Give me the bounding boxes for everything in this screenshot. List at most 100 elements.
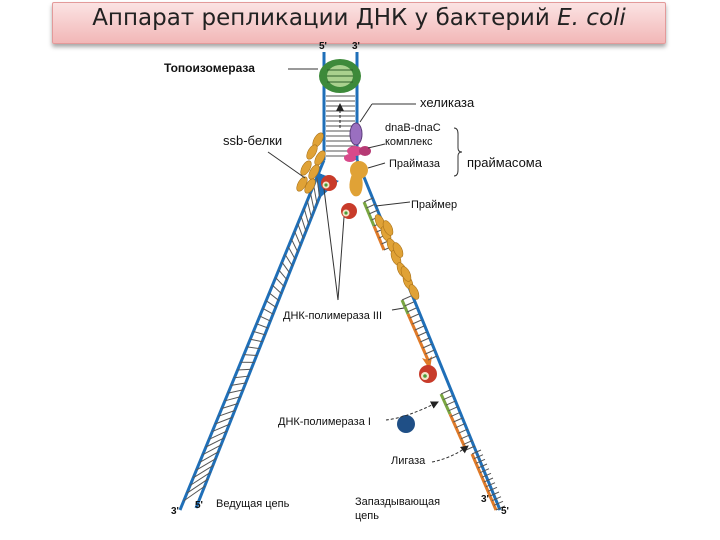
ssb-protein [306, 144, 318, 160]
base-pair-rung [427, 355, 438, 361]
base-pair-rung [491, 496, 502, 502]
topoisomerase-shape [319, 59, 361, 93]
ssb-protein [408, 284, 420, 300]
base-pair-rung [275, 277, 285, 288]
label-topoisomerase: Топоизомераза [164, 61, 255, 75]
end-bottom-left-outer: 3' [171, 506, 179, 517]
ssb-protein [304, 178, 316, 194]
base-pair-rung [316, 177, 321, 198]
base-pair-rung [253, 331, 266, 336]
base-pair-rung [218, 409, 236, 417]
base-pair-rung [250, 338, 263, 343]
base-pair-rung [306, 200, 313, 219]
base-pair-rung [284, 254, 293, 267]
label-lagging-line1: Запаздывающая [355, 496, 440, 508]
title-main: Аппарат репликации ДНК у бактерий [92, 5, 550, 31]
base-pair-rung [300, 215, 307, 233]
base-pair-rung [205, 437, 225, 448]
ssb-protein [382, 220, 394, 236]
primase-shape [349, 161, 368, 197]
base-pair-rung [366, 203, 376, 209]
base-pair-rung [189, 471, 211, 486]
page-title: Аппарат репликации ДНК у бактерий E. col… [53, 5, 665, 31]
label-helicase: хеликаза [420, 95, 475, 110]
base-pair-rung [303, 208, 310, 226]
base-pair-rung [221, 403, 239, 409]
base-pair-rung [287, 246, 296, 260]
leading-strand-pair [178, 159, 339, 511]
end-top-right: 3' [352, 41, 360, 52]
base-pair-rung [471, 449, 482, 455]
base-pair-rung [265, 300, 277, 308]
label-lagging-line2: цепь [355, 510, 379, 522]
label-pol3: ДНК-полимераза III [283, 310, 382, 322]
base-pair-rung [401, 295, 412, 301]
base-pair-rung [259, 315, 271, 322]
base-pair-rung [281, 261, 291, 274]
base-pair-rung [183, 485, 206, 502]
base-pair-rung [473, 454, 484, 460]
base-pair-rung [487, 486, 498, 492]
okazaki-fragments [362, 197, 506, 511]
base-pair-rung [247, 346, 260, 350]
base-pair-rung [237, 368, 252, 371]
pol3-icons [321, 175, 437, 383]
base-pair-rung [406, 307, 417, 313]
base-pair-rung [425, 349, 435, 355]
base-pair-rung [477, 463, 488, 469]
base-pair-rung [483, 477, 494, 483]
base-pair-rung [414, 325, 425, 331]
base-pair-rung [485, 482, 496, 488]
ssb-right [374, 214, 420, 300]
base-pair-rung [443, 395, 453, 401]
base-pair-rung [481, 472, 492, 478]
label-dnab-line1: dnaB-dnaC [385, 122, 441, 134]
base-pair-rung [294, 231, 302, 246]
label-ssb: ssb-белки [223, 133, 282, 148]
base-pair-rung [196, 458, 217, 471]
base-pair-rung [479, 468, 490, 474]
base-pair-rung [440, 389, 451, 395]
base-pair-rung [448, 406, 458, 412]
base-pair-rung [192, 464, 214, 479]
base-pair-rung [368, 209, 379, 215]
base-pair-rung [313, 185, 318, 205]
pol1-icon [397, 415, 415, 433]
end-bottom-right-inner: 3' [481, 494, 489, 505]
base-pair-rung [215, 416, 233, 425]
base-pair-rung [409, 313, 420, 319]
base-pair-rung [412, 319, 422, 325]
base-pair-rung [202, 444, 222, 456]
base-pair-rung [262, 307, 274, 315]
leader-lines [267, 68, 469, 463]
label-dnab-line2: комплекс [385, 136, 433, 148]
helicase-complex [344, 122, 371, 162]
base-pair-rung [231, 382, 247, 386]
ssb-left [296, 132, 326, 194]
ssb-protein [400, 266, 412, 282]
base-pair-rung [268, 292, 280, 301]
base-pair-rung [297, 223, 304, 239]
end-bottom-right-outer: 5' [501, 506, 509, 517]
base-pair-rung [234, 375, 249, 379]
base-pair-rung [475, 458, 486, 464]
base-pair-rung [453, 417, 463, 423]
ssb-protein [392, 242, 404, 258]
lagging-template [355, 159, 502, 511]
base-pair-rung [417, 331, 427, 337]
ssb-protein [308, 164, 320, 180]
label-leading: Ведущая цепь [216, 498, 290, 510]
ssb-protein [300, 160, 312, 176]
base-pair-rung [455, 423, 466, 429]
base-pair-rung [450, 411, 461, 417]
base-pair-rung [256, 323, 269, 329]
base-pair-rung [422, 343, 433, 349]
base-pair-rung [227, 389, 244, 394]
base-pair-rung [208, 430, 228, 440]
base-pair-rung [272, 284, 282, 295]
base-pair-rung [291, 238, 299, 253]
base-pair-rung [463, 439, 473, 445]
base-pair-rung [363, 197, 374, 203]
base-pair-rung [278, 269, 288, 281]
